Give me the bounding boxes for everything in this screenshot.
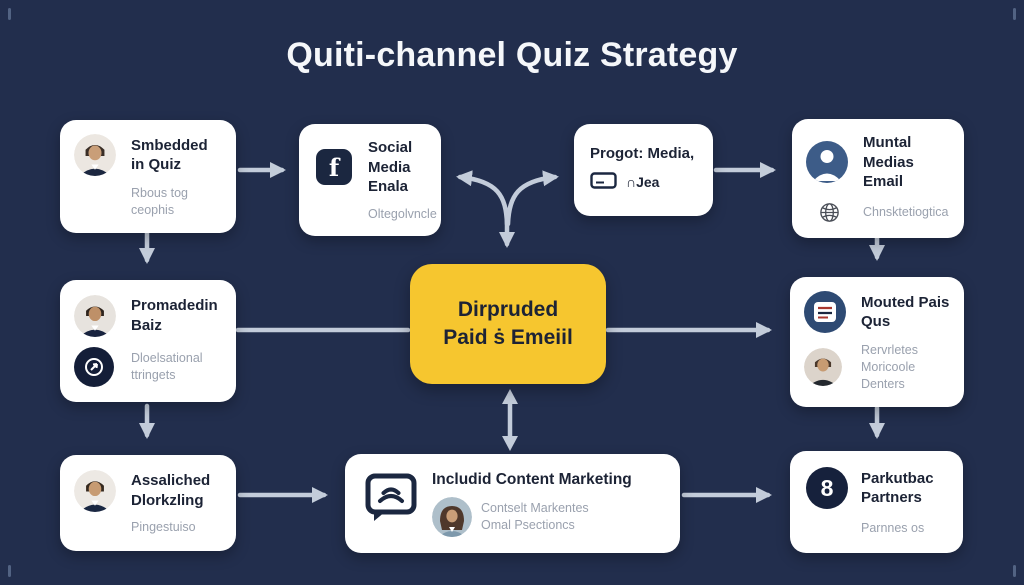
node-title: Smbedded in Quiz — [131, 136, 208, 174]
male-photo-avatar — [74, 469, 116, 512]
arrowhead-down-center-content — [502, 436, 518, 451]
node-includid-content-marketing: Includid Content Marketing Contselt Mark… — [345, 454, 680, 554]
male-photo-avatar — [804, 348, 842, 387]
node-parkutbac-partners: 8 Parkutbac Partners Parnnes os — [790, 451, 963, 553]
badge-number: 8 — [806, 467, 848, 510]
card-outline-icon — [590, 171, 617, 194]
arrow-branch-left — [456, 170, 510, 227]
female-illustration-avatar — [432, 497, 472, 538]
node-subtitle: Parnnes os — [861, 521, 925, 536]
node-progot-media: Progot: Media, ∩Jea — [574, 124, 713, 216]
page-title: Quiti-channel Quiz Strategy — [286, 36, 738, 74]
male-photo-avatar — [74, 134, 116, 176]
node-assaliched-dlorkzling: Assaliched Dlorkzling Pingestuiso — [60, 455, 236, 551]
corner-mark — [8, 563, 22, 577]
center-title-line1: Dirpruded — [457, 297, 559, 321]
node-social-media: f Social Media Enala Oltegolvncle — [299, 124, 441, 237]
screen-chat-icon — [363, 472, 419, 524]
arrow-branch-right — [505, 170, 559, 227]
node-embedded-quiz: Smbedded in Quiz Rbous tog ceophis — [60, 120, 236, 233]
node-title: Promadedin Baiz — [131, 297, 218, 334]
node-title: Parkutbac Partners — [861, 469, 934, 507]
node-subtitle: Rbous tog ceophis — [131, 186, 188, 217]
node-promadedin-baiz: Promadedin Baiz Dloelsational ttringets — [60, 280, 236, 402]
node-title: Mouted Pais Qus — [861, 293, 950, 331]
corner-mark — [1002, 8, 1016, 22]
node-muntal-medias: Muntal Medias Email Chnsktetiogtica — [792, 119, 964, 238]
person-circle-icon — [806, 141, 848, 184]
center-title-line2: Paid ṡ Emeiil — [443, 326, 573, 349]
node-title: Muntal Medias Email — [863, 134, 914, 190]
node-subtitle: Oltegolvncle — [368, 206, 437, 221]
node-subtitle: Pingestuiso — [131, 520, 196, 535]
male-photo-avatar — [74, 294, 116, 337]
node-title: Progot: Media, — [590, 145, 695, 162]
node-subtitle: Contselt Markentes Omal Psectioncs — [481, 501, 589, 533]
number-8-badge: 8 — [804, 467, 850, 510]
facebook-icon: f — [311, 149, 357, 186]
arrowhead-up-center-content — [502, 389, 518, 404]
corner-mark — [8, 8, 22, 22]
corner-mark — [1002, 563, 1016, 577]
node-mouted-pais-qus: Mouted Pais Qus Rervrletes Moricoole Den… — [790, 277, 964, 407]
node-title: Assaliched Dlorkzling — [131, 472, 211, 509]
card-lines-badge-icon — [804, 291, 846, 333]
compass-badge-icon — [74, 347, 114, 388]
globe-icon — [806, 201, 852, 224]
node-subtitle: Rervrletes Moricoole Denters — [861, 343, 918, 391]
node-subtitle: ∩Jea — [626, 174, 660, 191]
node-subtitle: Dloelsational ttringets — [131, 351, 203, 383]
node-paid-email-center: Dirpruded Paid ṡ Emeiil — [410, 264, 606, 384]
node-title: Includid Content Marketing — [432, 471, 632, 488]
node-subtitle: Chnsktetiogtica — [863, 204, 949, 219]
node-title: Social Media Enala — [368, 139, 413, 195]
